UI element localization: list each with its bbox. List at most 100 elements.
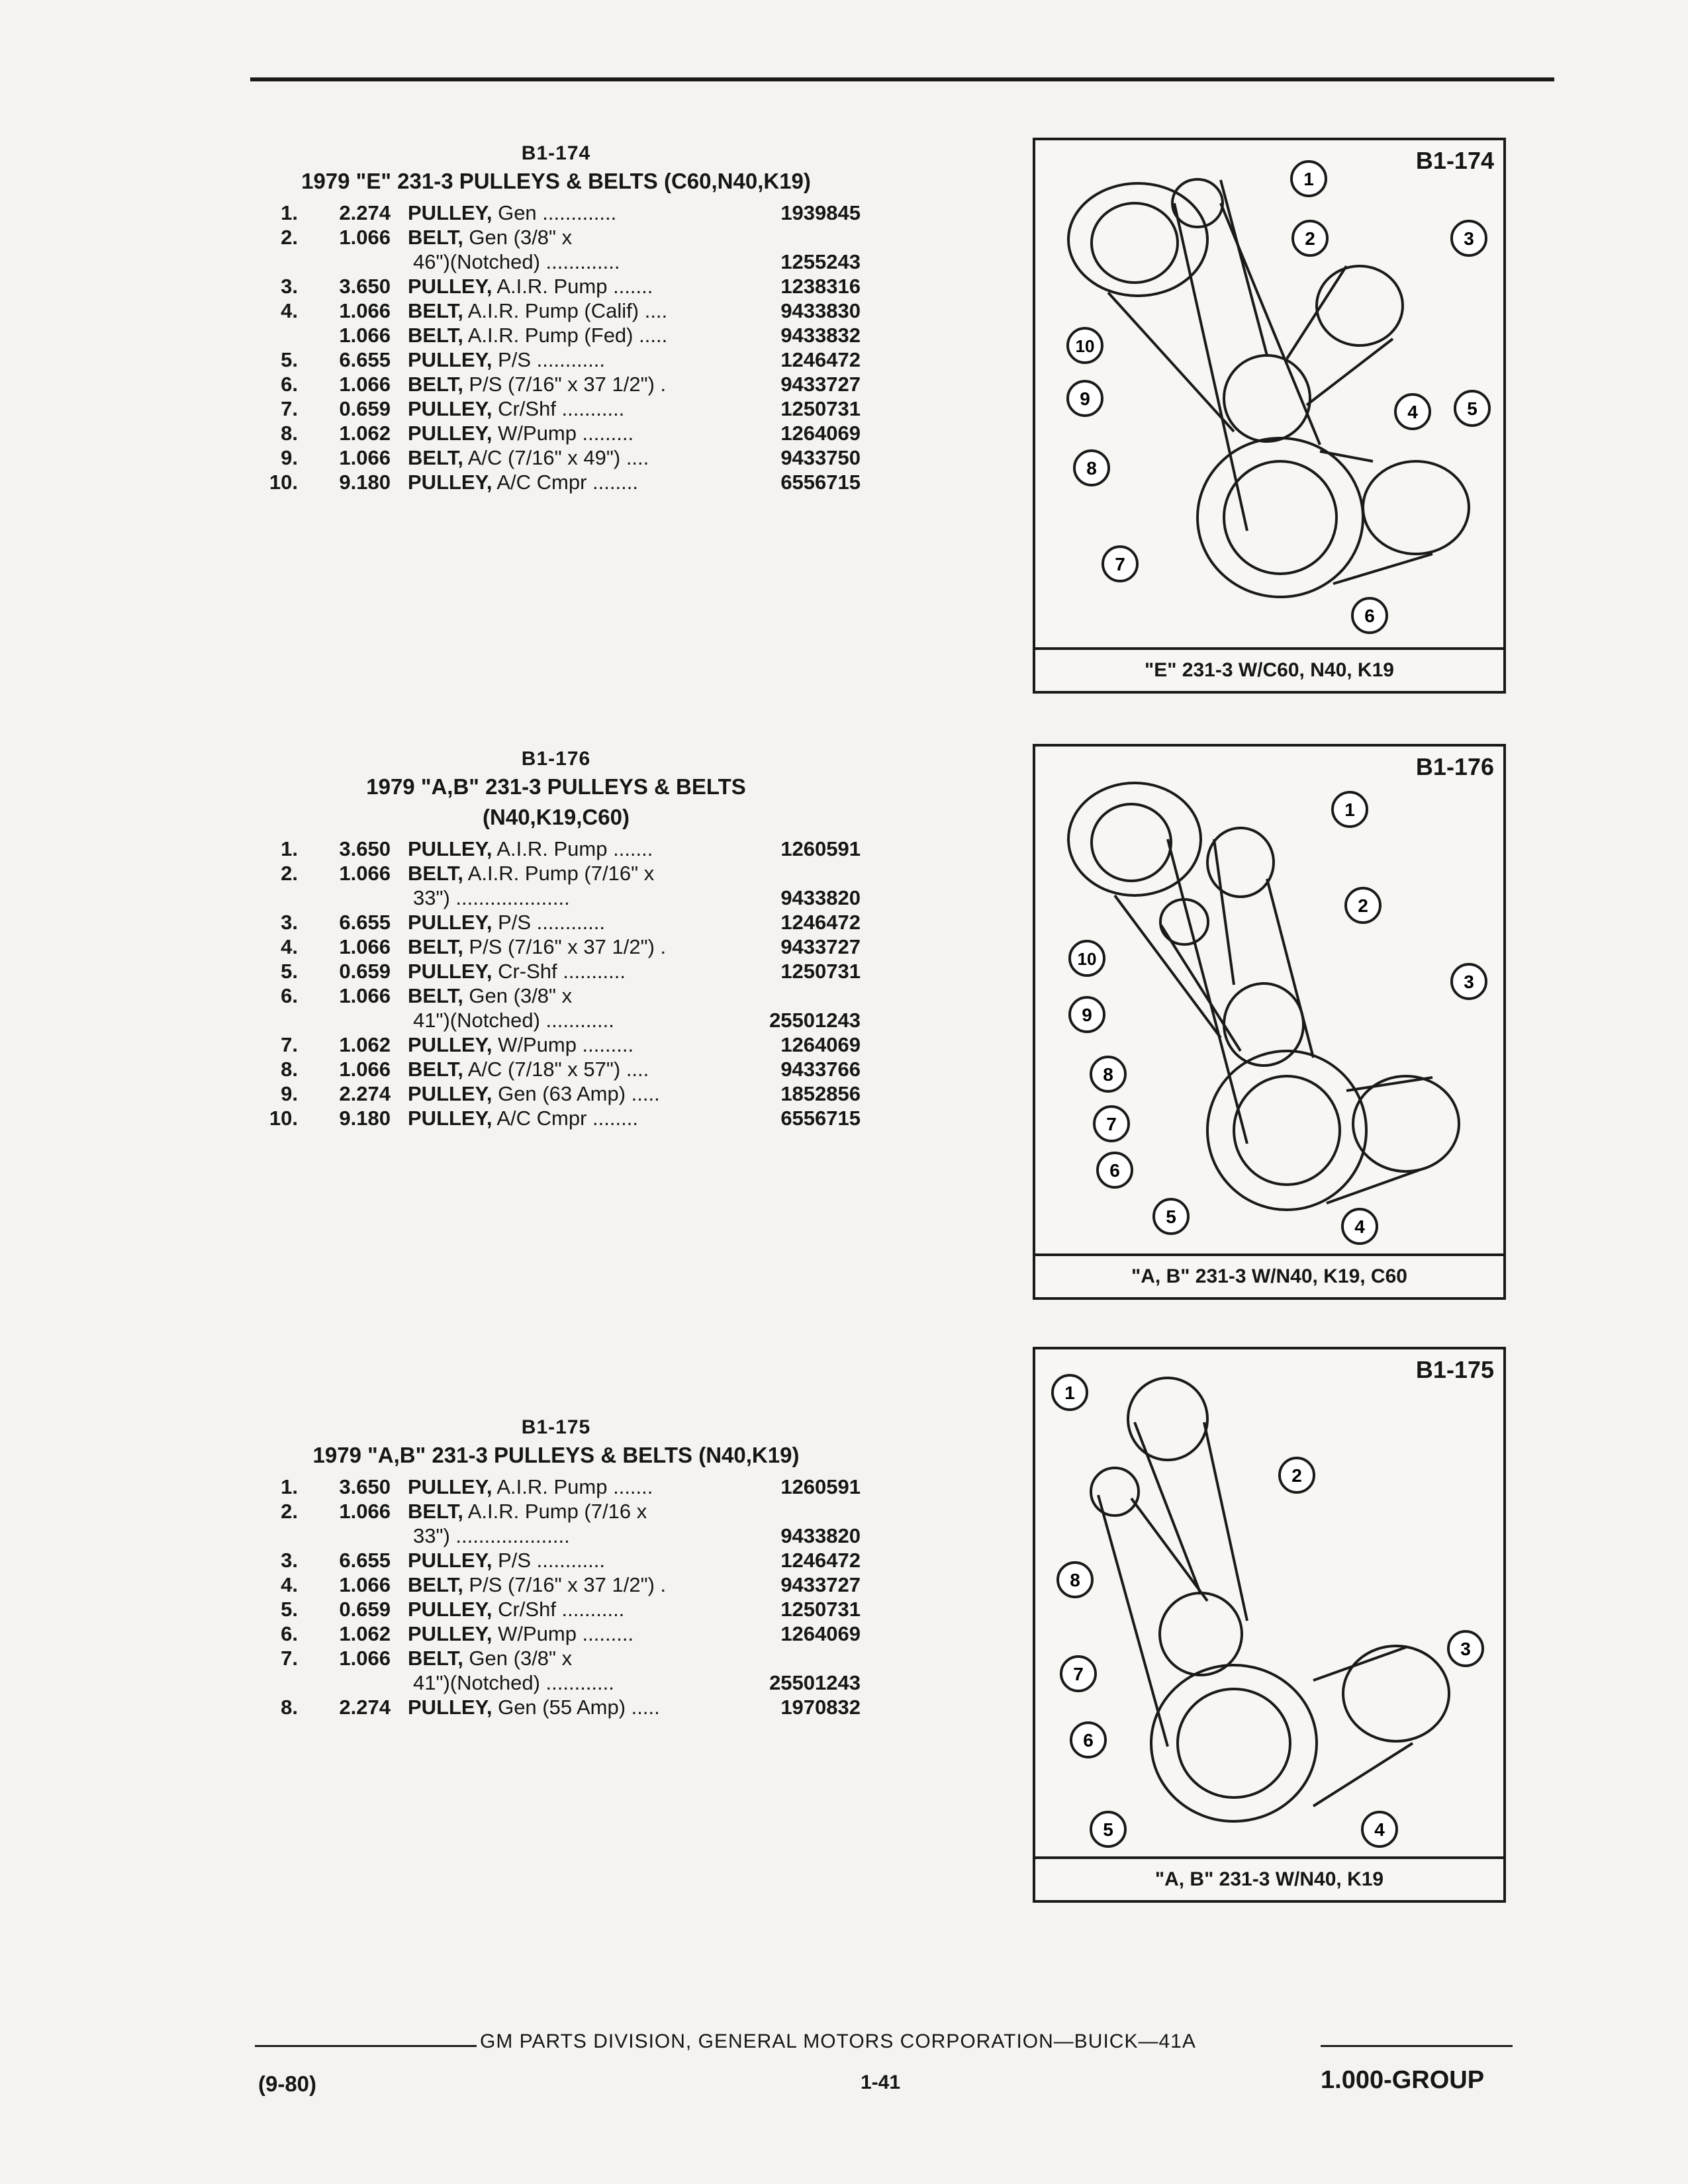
part-detail: 41")(Notched) ............ xyxy=(413,1671,614,1694)
group-reference: 9.180 xyxy=(339,1107,391,1130)
group-reference: 1.066 xyxy=(339,373,391,396)
section-code: B1-176 xyxy=(521,748,591,770)
part-number: 1250731 xyxy=(780,1598,861,1621)
part-description: 33") .................... xyxy=(408,1524,741,1548)
part-detail: P/S ............ xyxy=(492,911,611,934)
part-keyword: BELT, xyxy=(408,1573,463,1596)
footer-rule-left xyxy=(255,2045,477,2047)
part-description: PULLEY, Gen ............. xyxy=(408,201,741,225)
item-number: 5. xyxy=(281,348,298,371)
item-number: 7. xyxy=(281,397,298,420)
page-number: 1-41 xyxy=(861,2071,901,2093)
part-description: PULLEY, Cr/Shf ........... xyxy=(408,1597,741,1621)
part-description: BELT, A.I.R. Pump (Calif) .... xyxy=(408,298,741,323)
svg-text:8: 8 xyxy=(1086,458,1097,478)
part-description: BELT, Gen (3/8" x xyxy=(408,983,741,1008)
callout-2: 2 xyxy=(1291,220,1329,257)
part-keyword: PULLEY, xyxy=(408,275,492,298)
item-number: 5. xyxy=(281,960,298,983)
item-number: 10. xyxy=(269,471,298,494)
item-number: 4. xyxy=(281,935,298,958)
part-row: 33") .................... 9433820 xyxy=(252,1524,861,1548)
group-number: 1.000-GROUP xyxy=(1321,2066,1485,2094)
callout-7: 7 xyxy=(1060,1655,1097,1692)
section-b1-175: B1-175 1979 "A,B" 231-3 PULLEYS & BELTS … xyxy=(252,1416,861,1719)
svg-text:6: 6 xyxy=(1083,1730,1094,1751)
callout-4: 4 xyxy=(1341,1208,1378,1245)
group-reference: 0.659 xyxy=(339,397,391,420)
callout-1: 1 xyxy=(1290,160,1327,197)
part-detail: A.I.R. Pump ....... xyxy=(492,275,659,298)
item-number: 7. xyxy=(281,1033,298,1056)
part-row: 41")(Notched) ............25501243 xyxy=(252,1008,861,1032)
part-description: 41")(Notched) ............ xyxy=(408,1008,741,1032)
part-number: 9433750 xyxy=(780,446,861,469)
item-number: 3. xyxy=(281,911,298,934)
part-detail: A.I.R. Pump ....... xyxy=(492,1475,659,1498)
part-keyword: PULLEY, xyxy=(408,960,492,983)
diagram-b1-176: B1-176 1 2 3 4 5 6 7 8 9 10 xyxy=(1033,744,1506,1300)
callout-8: 8 xyxy=(1056,1561,1094,1598)
part-description: PULLEY, A/C Cmpr ........ xyxy=(408,1106,741,1130)
section-title: 1979 "E" 231-3 PULLEYS & BELTS (C60,N40,… xyxy=(301,169,811,193)
item-number: 8. xyxy=(281,422,298,445)
part-keyword: BELT, xyxy=(408,446,463,469)
callout-4: 4 xyxy=(1361,1811,1398,1848)
part-detail: A/C Cmpr ........ xyxy=(492,471,644,494)
group-reference: 3.650 xyxy=(339,837,391,860)
section-b1-174: B1-174 1979 "E" 231-3 PULLEYS & BELTS (C… xyxy=(252,142,861,494)
item-number: 2. xyxy=(281,226,298,249)
part-description: BELT, A.I.R. Pump (Fed) ..... xyxy=(408,323,741,347)
section-code: B1-175 xyxy=(521,1416,591,1438)
svg-text:7: 7 xyxy=(1106,1114,1117,1134)
group-reference: 3.650 xyxy=(339,1475,391,1498)
part-detail: A.I.R. Pump (7/16" x xyxy=(463,862,655,885)
group-reference: 1.066 xyxy=(339,1058,391,1081)
group-reference: 9.180 xyxy=(339,471,391,494)
item-number: 1. xyxy=(281,1475,298,1498)
part-keyword: PULLEY, xyxy=(408,837,492,860)
callout-1: 1 xyxy=(1051,1374,1088,1411)
item-number: 8. xyxy=(281,1058,298,1081)
item-number: 2. xyxy=(281,1500,298,1523)
svg-text:5: 5 xyxy=(1467,398,1477,419)
svg-text:2: 2 xyxy=(1291,1465,1302,1486)
part-keyword: BELT, xyxy=(408,1647,463,1670)
part-keyword: PULLEY, xyxy=(408,471,492,494)
part-keyword: PULLEY, xyxy=(408,1475,492,1498)
group-reference: 1.066 xyxy=(339,1647,391,1670)
footer-date: (9-80) xyxy=(258,2071,317,2096)
svg-text:7: 7 xyxy=(1115,554,1125,574)
part-description: BELT, A/C (7/16" x 49") .... xyxy=(408,445,741,470)
part-detail: P/S ............ xyxy=(492,348,611,371)
part-description: PULLEY, P/S ............ xyxy=(408,347,741,372)
callout-3: 3 xyxy=(1450,220,1487,257)
callout-4: 4 xyxy=(1394,393,1431,430)
part-detail: Gen (3/8" x xyxy=(463,226,573,249)
group-reference: 6.655 xyxy=(339,348,391,371)
item-number: 6. xyxy=(281,984,298,1007)
callouts: 1 2 3 4 5 6 7 8 xyxy=(1051,1374,1484,1848)
svg-text:7: 7 xyxy=(1073,1664,1084,1684)
part-number: 1246472 xyxy=(780,911,861,934)
part-keyword: PULLEY, xyxy=(408,422,492,445)
part-keyword: PULLEY, xyxy=(408,201,492,224)
callout-8: 8 xyxy=(1073,449,1110,486)
item-number: 7. xyxy=(281,1647,298,1670)
part-keyword: PULLEY, xyxy=(408,397,492,420)
part-row: 33") .................... 9433820 xyxy=(252,886,861,910)
item-number: 3. xyxy=(281,275,298,298)
svg-text:3: 3 xyxy=(1464,228,1474,249)
svg-text:5: 5 xyxy=(1166,1206,1176,1227)
part-description: PULLEY, P/S ............ xyxy=(408,910,741,934)
part-detail: 41")(Notched) ............ xyxy=(413,1009,614,1032)
